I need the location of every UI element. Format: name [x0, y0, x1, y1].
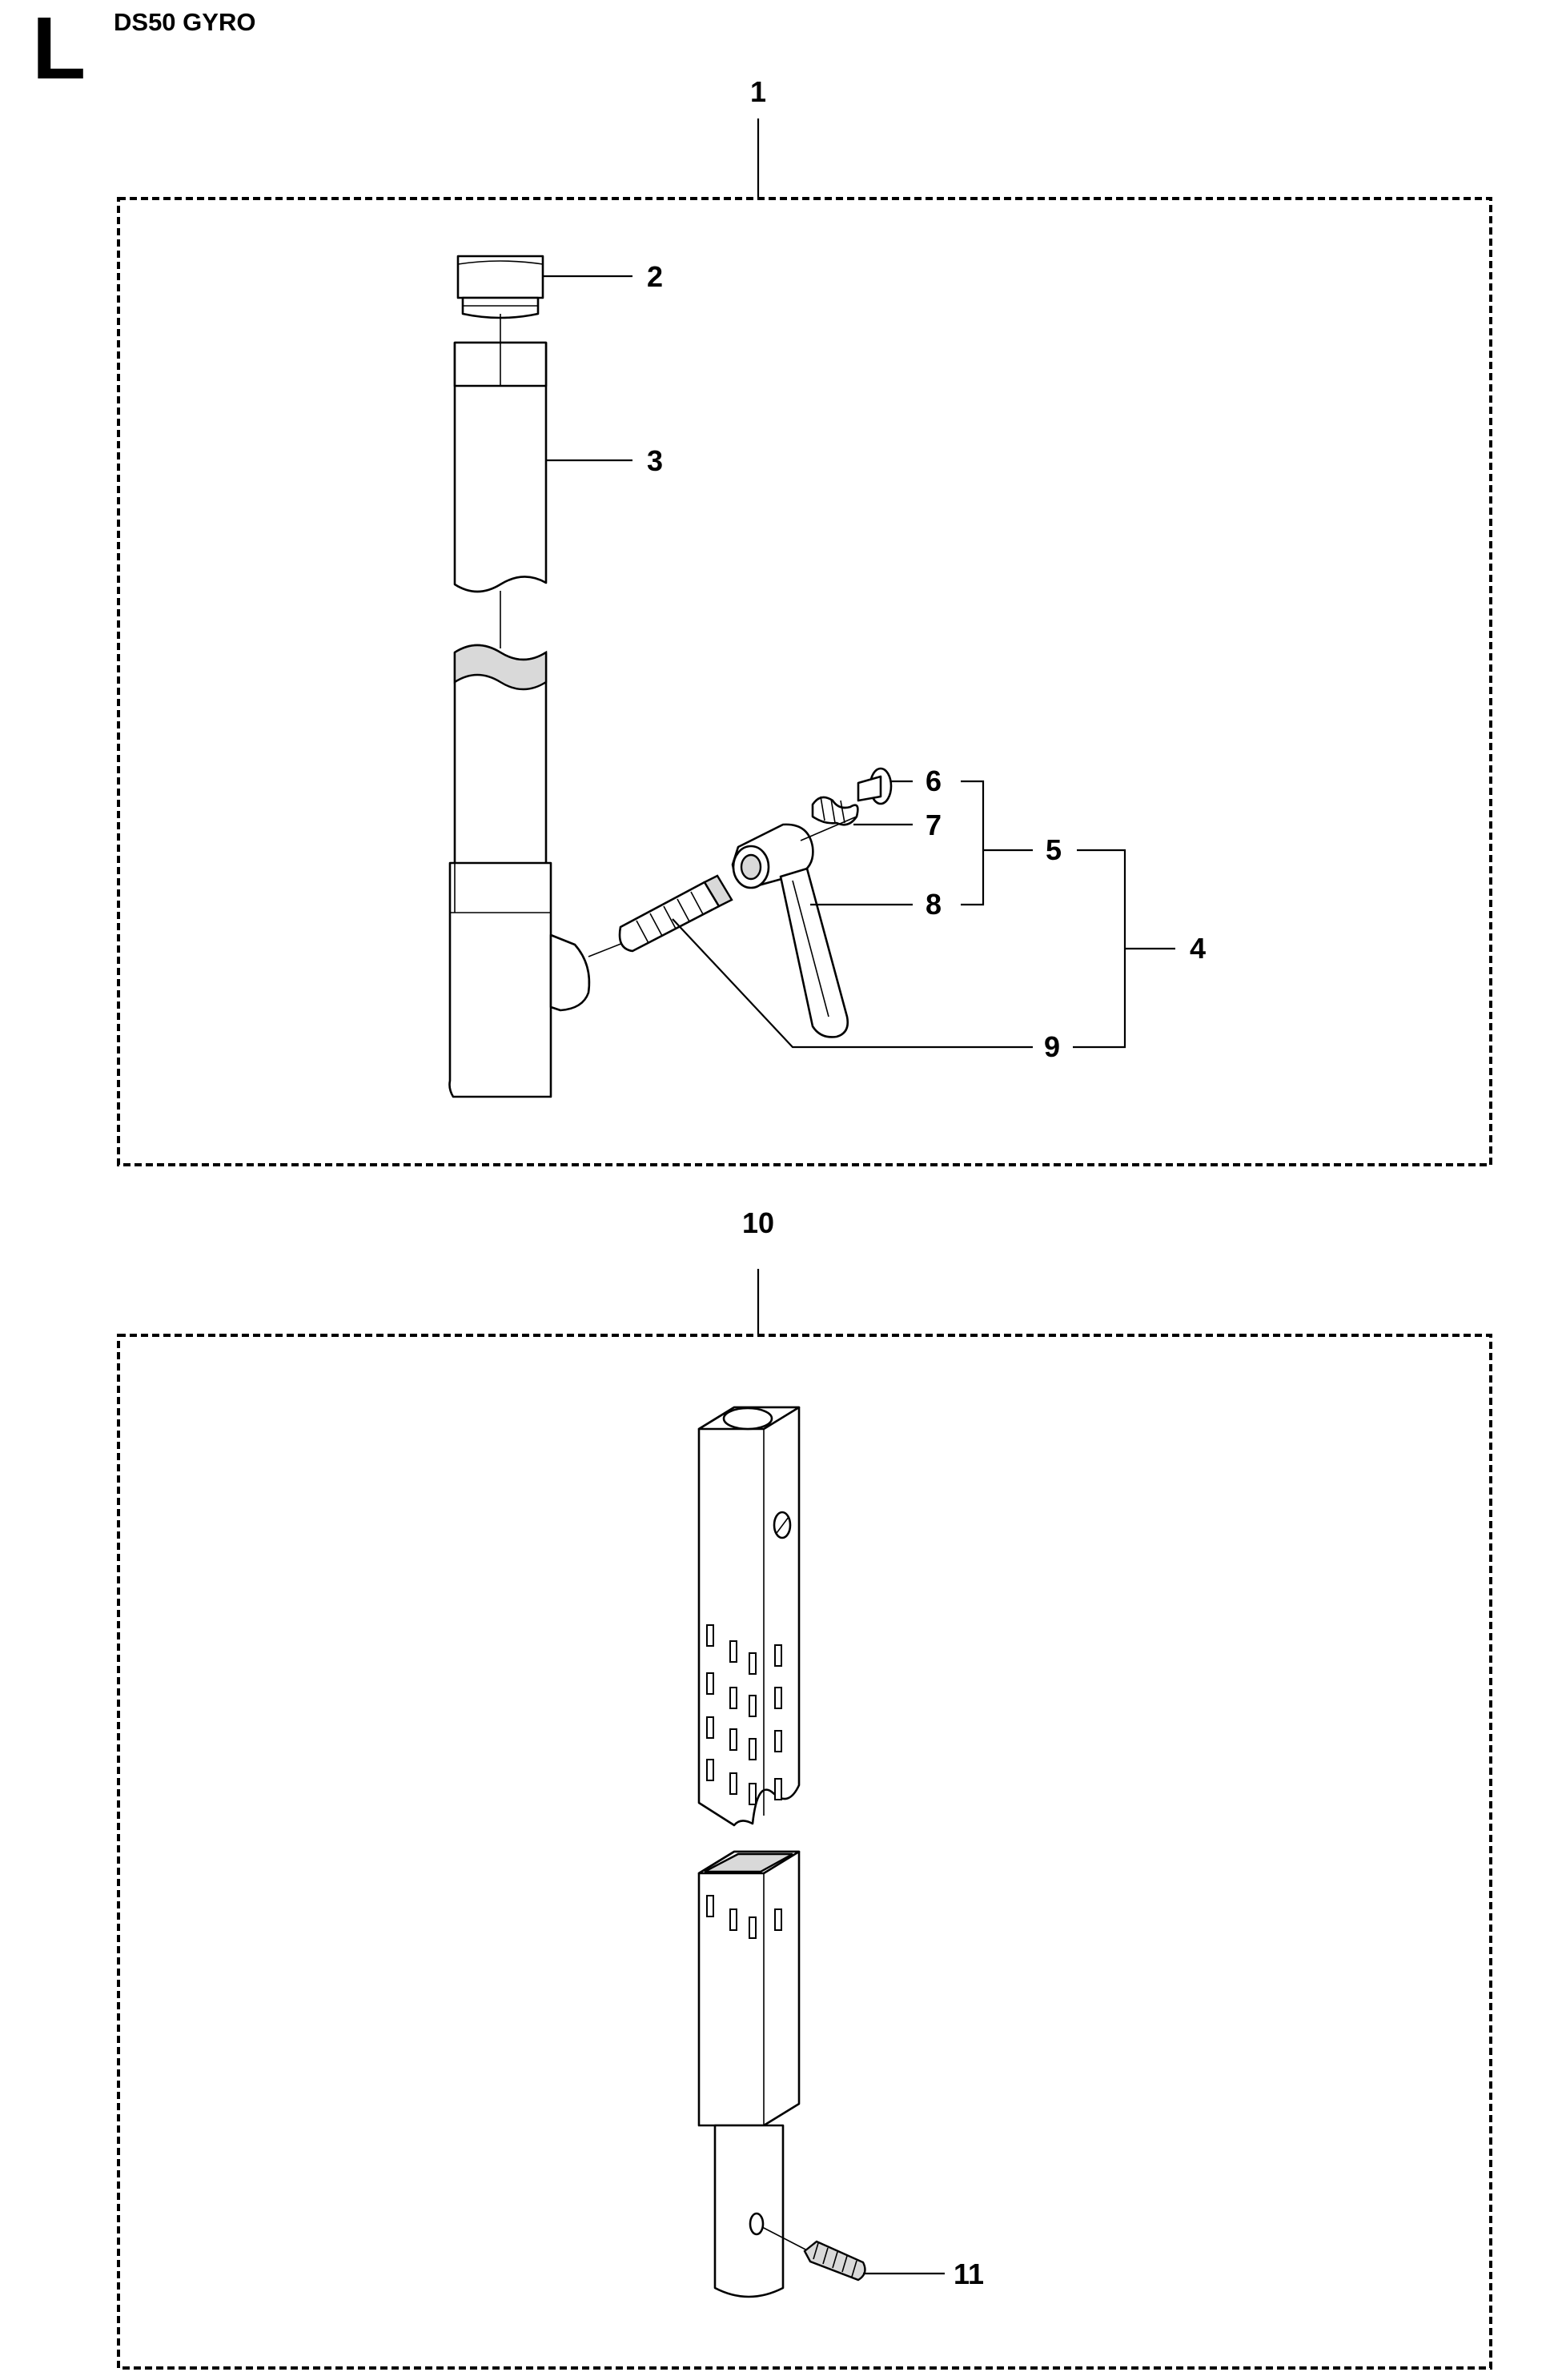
part-10-tube-slots-upper — [706, 1624, 782, 1805]
callout-8: 8 — [925, 888, 942, 921]
part-11-set-screw[interactable] — [803, 2240, 866, 2282]
callout-11: 11 — [953, 2258, 985, 2290]
section-letter: L — [32, 0, 86, 98]
page-title: DS50 GYRO — [114, 8, 256, 36]
part-7-spring[interactable] — [811, 796, 859, 826]
part-10-square-tube-lower[interactable] — [697, 1850, 801, 2298]
callout-6: 6 — [925, 765, 942, 797]
part-2-end-cap[interactable] — [456, 255, 544, 319]
part-10-square-tube-upper[interactable] — [697, 1406, 801, 1827]
part-9-threaded-stud[interactable] — [618, 874, 733, 953]
bracket-5 — [961, 780, 985, 906]
callout-5: 5 — [1045, 833, 1062, 866]
assembly-frame-10 — [117, 1334, 1492, 2370]
assembly-axis-11 — [761, 2226, 809, 2252]
leader-9 — [672, 918, 1033, 1049]
bracket-4 — [1073, 849, 1126, 1049]
part-6-screw[interactable] — [857, 767, 893, 805]
callout-2: 2 — [646, 260, 664, 293]
callout-9: 9 — [1043, 1030, 1061, 1063]
assembly-axis-7 — [800, 816, 857, 841]
assembly-frame-1 — [117, 197, 1492, 1166]
part-8-lever-handle[interactable] — [731, 823, 849, 1038]
callout-1: 1 — [749, 75, 767, 108]
callout-7: 7 — [925, 809, 942, 841]
part-3-column-tube-lower[interactable] — [448, 644, 591, 1098]
callout-3: 3 — [646, 444, 664, 477]
callout-10: 10 — [741, 1206, 775, 1239]
part-3-column-tube[interactable] — [453, 341, 548, 593]
callout-4: 4 — [1189, 932, 1207, 965]
assembly-axis-9 — [588, 942, 624, 957]
